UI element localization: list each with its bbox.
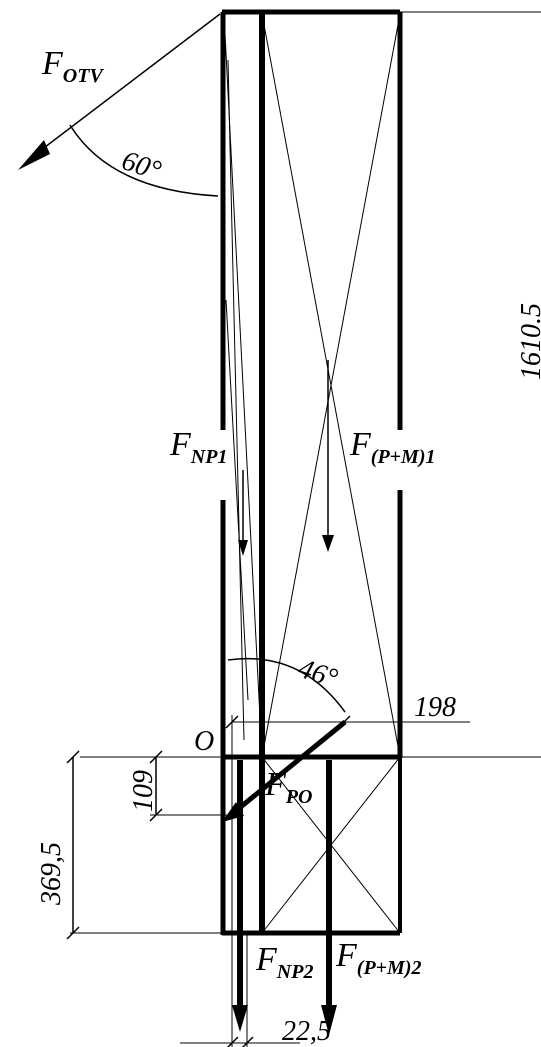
label-dim-198: 198: [414, 692, 456, 723]
label-f-pm2: F(P+M)2: [335, 937, 422, 979]
label-f-np1: FNP1: [169, 426, 227, 468]
label-f-otv: FOTV: [41, 45, 104, 87]
structure-frame: [220, 9, 403, 936]
label-dim-369-5: 369,5: [36, 842, 67, 906]
dimension-lines: [66, 715, 351, 1047]
arrow-f-otv: [27, 13, 221, 161]
angle-arcs: [69, 124, 346, 713]
arc-60: [69, 124, 219, 197]
label-angle-46: 46°: [294, 653, 341, 695]
arrowhead-f-otv: [18, 140, 50, 170]
label-f-po: FPO: [264, 766, 312, 808]
label-dim-1610-5: 1610.5: [516, 303, 541, 380]
label-angle-60: 60°: [118, 145, 165, 187]
label-dim-109: 109: [128, 770, 159, 812]
arrow-f-po: [230, 720, 347, 816]
force-vectors: [18, 13, 347, 1035]
label-f-np2: FNP2: [255, 941, 313, 983]
label-dim-22-5: 22,5: [282, 1016, 331, 1047]
label-f-pm1: F(P+M)1: [349, 426, 436, 468]
label-origin: O: [194, 726, 214, 757]
arc-46: [227, 657, 346, 713]
